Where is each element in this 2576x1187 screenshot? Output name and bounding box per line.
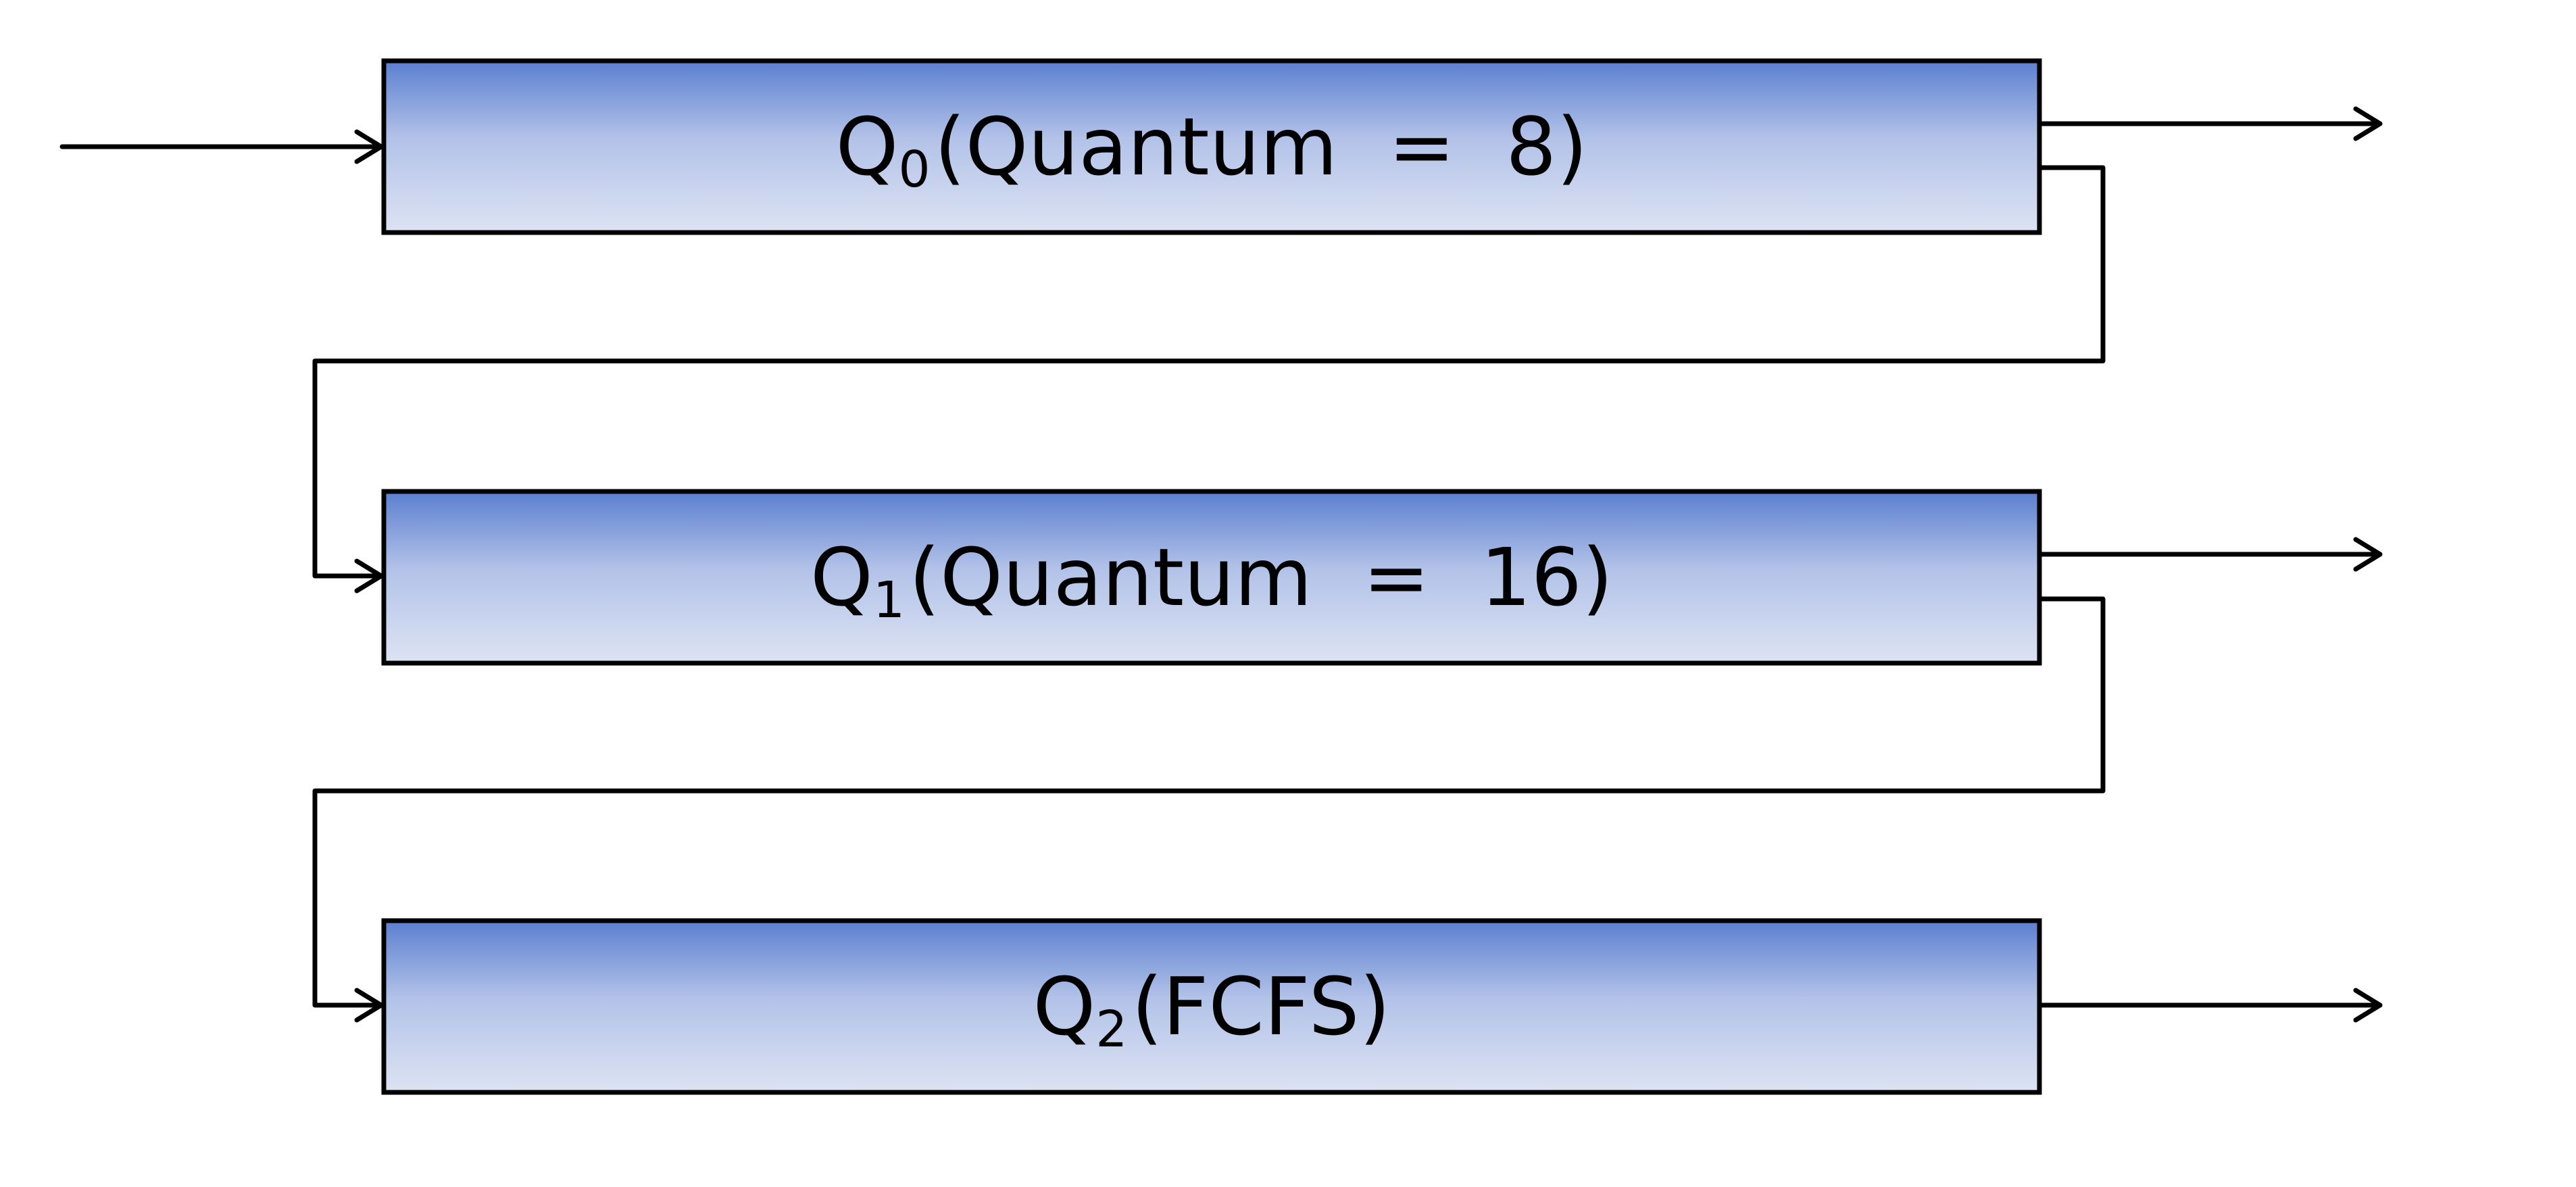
queue-letter: Q bbox=[1033, 960, 1096, 1053]
queue-description: (Quantum = 8) bbox=[934, 100, 1588, 193]
queue-box-q0 bbox=[381, 58, 2042, 235]
queue-index: 2 bbox=[1095, 1000, 1128, 1059]
queue-letter: Q bbox=[810, 531, 873, 624]
queue-index: 0 bbox=[898, 141, 931, 199]
queue-description: (FCFS) bbox=[1131, 960, 1391, 1053]
queue-box-q2 bbox=[381, 918, 2042, 1095]
entry-arrow bbox=[59, 129, 384, 164]
exit-arrow-q2 bbox=[2037, 988, 2383, 1023]
exit-arrow-q1 bbox=[2037, 537, 2383, 572]
queue-box-q1 bbox=[381, 489, 2042, 666]
queue-letter: Q bbox=[835, 100, 899, 193]
exit-arrow-q0 bbox=[2037, 106, 2383, 141]
queue-index: 1 bbox=[872, 571, 906, 629]
demote-connector-q0-to-q1 bbox=[312, 165, 2106, 594]
queue-description: (Quantum = 16) bbox=[909, 531, 1613, 624]
demote-connector-q1-to-q2 bbox=[312, 596, 2106, 1023]
